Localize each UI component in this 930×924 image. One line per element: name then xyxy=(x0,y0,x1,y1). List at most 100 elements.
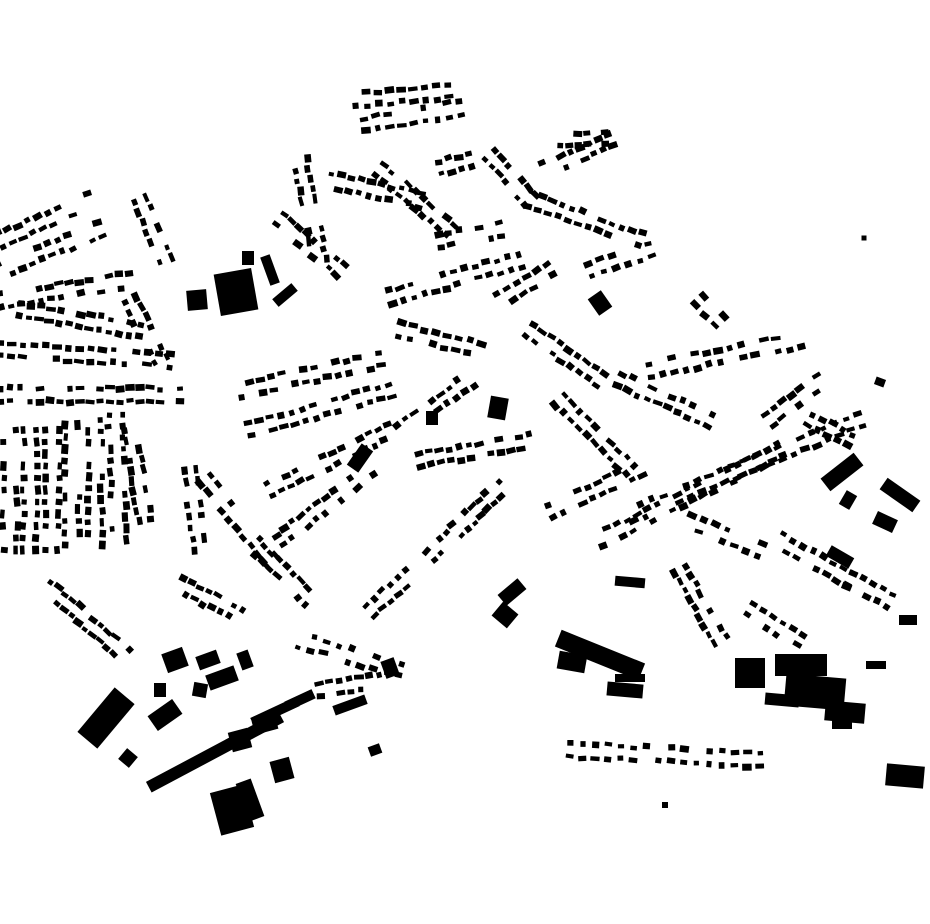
building xyxy=(318,225,325,232)
large-building xyxy=(147,699,183,731)
building xyxy=(408,203,420,215)
building xyxy=(313,377,321,386)
building xyxy=(216,506,227,516)
building xyxy=(582,259,594,269)
building xyxy=(60,420,69,430)
building xyxy=(104,384,116,390)
building xyxy=(600,268,608,275)
building xyxy=(53,236,62,245)
building xyxy=(732,474,742,483)
building xyxy=(9,269,17,277)
building xyxy=(521,331,530,341)
building xyxy=(55,439,63,445)
building xyxy=(76,288,86,298)
building xyxy=(0,385,4,393)
building xyxy=(57,306,66,315)
building xyxy=(507,294,520,306)
building xyxy=(635,499,645,509)
building xyxy=(122,501,131,511)
building xyxy=(592,478,603,487)
building xyxy=(312,514,320,523)
building xyxy=(568,205,576,213)
building xyxy=(125,308,133,318)
building xyxy=(398,97,406,104)
building xyxy=(420,84,429,91)
building xyxy=(378,435,389,445)
building xyxy=(496,152,508,164)
building xyxy=(446,168,458,177)
building xyxy=(441,230,451,239)
building xyxy=(111,347,117,353)
building xyxy=(628,475,636,483)
building xyxy=(213,479,223,489)
building xyxy=(43,208,53,218)
building xyxy=(34,510,41,518)
building xyxy=(604,741,613,747)
building xyxy=(85,427,91,436)
building xyxy=(668,506,677,514)
building xyxy=(27,399,33,405)
building xyxy=(366,365,376,374)
building xyxy=(398,185,405,191)
building xyxy=(872,596,882,606)
building xyxy=(145,384,155,390)
building xyxy=(530,338,539,346)
building xyxy=(434,159,443,166)
building xyxy=(96,360,107,366)
building xyxy=(642,742,651,750)
building xyxy=(35,284,44,293)
building xyxy=(830,576,842,587)
building xyxy=(53,599,61,608)
building xyxy=(481,155,489,164)
building xyxy=(653,500,661,508)
building xyxy=(63,433,69,441)
building xyxy=(654,757,662,764)
building xyxy=(0,340,5,346)
large-building xyxy=(269,756,295,784)
building xyxy=(430,328,441,337)
building xyxy=(98,312,105,320)
building xyxy=(647,252,657,260)
building xyxy=(374,99,383,107)
building xyxy=(525,430,533,438)
large-building xyxy=(260,254,280,286)
building xyxy=(384,381,393,389)
building xyxy=(244,378,255,387)
building xyxy=(799,444,811,453)
large-building xyxy=(832,715,852,729)
building xyxy=(128,318,138,329)
building xyxy=(375,671,383,679)
building xyxy=(20,486,25,494)
building xyxy=(355,189,363,196)
building xyxy=(376,585,386,595)
building xyxy=(304,154,312,163)
building xyxy=(802,420,813,430)
building xyxy=(12,485,20,495)
building xyxy=(324,678,334,684)
building xyxy=(636,471,649,481)
building xyxy=(565,361,576,372)
building xyxy=(715,466,724,475)
building xyxy=(146,515,155,523)
building xyxy=(583,140,592,148)
building xyxy=(769,420,780,430)
building xyxy=(453,153,464,162)
building xyxy=(716,623,725,633)
building xyxy=(280,210,290,219)
building xyxy=(791,553,801,562)
large-building xyxy=(615,674,645,682)
building xyxy=(107,317,114,323)
building xyxy=(366,398,374,406)
building xyxy=(795,434,806,442)
building xyxy=(431,82,441,89)
building xyxy=(281,471,292,481)
building xyxy=(394,671,403,679)
building xyxy=(305,473,315,482)
large-building xyxy=(235,778,265,822)
building xyxy=(668,567,680,580)
building xyxy=(0,290,4,297)
building xyxy=(156,258,163,266)
building xyxy=(617,370,628,380)
building xyxy=(6,398,14,403)
